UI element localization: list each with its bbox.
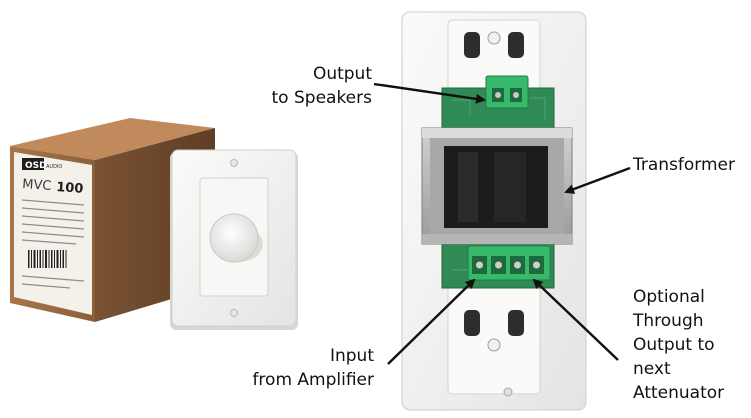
leader-optional-through bbox=[532, 278, 619, 361]
callout-lines bbox=[373, 82, 631, 365]
leader-output-speakers bbox=[373, 82, 486, 104]
yoke-screw-top bbox=[487, 31, 501, 45]
model-prefix-text: MVC bbox=[22, 177, 52, 194]
box-fine-print bbox=[21, 199, 85, 289]
box-top bbox=[10, 118, 215, 160]
plate-screw-top bbox=[230, 159, 238, 167]
callout-optional-line-5: Attenuator bbox=[633, 383, 725, 403]
callout-optional-line-2: Through bbox=[633, 311, 704, 331]
plate-screw-bottom bbox=[230, 309, 238, 317]
yoke-slot-top bbox=[464, 32, 480, 58]
input-terminal-block bbox=[467, 245, 551, 281]
callout-output-to-speakers: Output to Speakers bbox=[262, 62, 372, 110]
yoke-screw-bottom bbox=[487, 338, 501, 352]
model-number-text: 100 bbox=[56, 180, 84, 197]
brand-logo-text: OSD bbox=[25, 161, 47, 171]
leader-input-amplifier bbox=[387, 278, 476, 365]
callout-output-line-1: Output bbox=[312, 64, 372, 84]
callout-transformer: Transformer bbox=[633, 153, 735, 177]
volume-knob bbox=[209, 213, 259, 263]
box-label bbox=[14, 152, 92, 315]
output-terminal-block bbox=[485, 75, 529, 109]
brand-logo bbox=[22, 158, 44, 170]
callout-transformer-line-1: Transformer bbox=[633, 155, 736, 175]
callout-optional-line-4: next bbox=[633, 359, 671, 379]
callout-optional-line-1: Optional bbox=[633, 287, 705, 307]
callout-input-line-2: from Amplifier bbox=[252, 370, 374, 390]
yoke-slot-bottom bbox=[464, 310, 480, 336]
yoke-slot-top-right bbox=[508, 32, 524, 58]
barcode bbox=[28, 250, 67, 268]
attenuator-back bbox=[401, 11, 587, 411]
callout-optional-through-output: Optional Through Output to next Attenuat… bbox=[633, 285, 724, 405]
leader-transformer bbox=[564, 166, 631, 194]
callout-optional-line-3: Output to bbox=[633, 335, 715, 355]
callout-output-line-2: to Speakers bbox=[271, 88, 372, 108]
brand-sub-text: AUDIO bbox=[46, 164, 62, 170]
front-wall-plate bbox=[170, 149, 298, 330]
transformer bbox=[421, 127, 573, 245]
plate-screw-bottom-back bbox=[503, 387, 513, 397]
callout-input-line-1: Input bbox=[329, 346, 374, 366]
callout-input-from-amplifier: Input from Amplifier bbox=[218, 344, 374, 392]
yoke-slot-bottom-right bbox=[508, 310, 524, 336]
